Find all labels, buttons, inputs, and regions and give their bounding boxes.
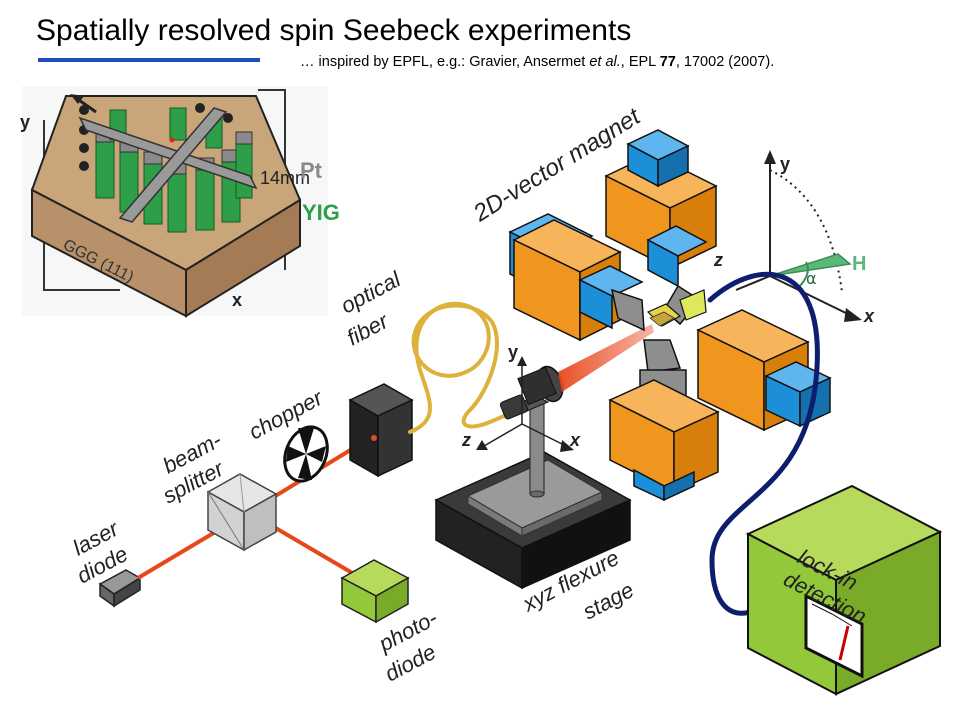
chopper-blade (298, 454, 312, 480)
angle-label: α (806, 269, 817, 288)
frame-axis-y-label: y (780, 154, 790, 174)
contact-dot (79, 143, 89, 153)
inset-arrowhead (70, 94, 84, 104)
stage-axis-y-arrowhead (517, 356, 527, 366)
yig-pillar (195, 167, 215, 231)
focused-laser-cone (558, 324, 654, 392)
stage-axis-x-arrowhead (560, 440, 574, 452)
reference-volume: 77 (659, 54, 676, 70)
inset-axis-x-label: x (232, 290, 242, 310)
rotation-arc (769, 169, 843, 293)
stage-axis-z-label: z (461, 430, 471, 450)
yig-pillar (169, 107, 187, 141)
frame-axis-z-label: z (713, 250, 723, 270)
splitter-diagonal (207, 491, 245, 551)
yig-pillar (235, 141, 253, 199)
sample-inset: y x GGG (111) 14mm Pt YIG (20, 86, 340, 318)
sample-surface (649, 311, 675, 327)
laser-beam-to-photodiode (260, 518, 356, 576)
fiber-coupler-block (348, 383, 414, 478)
laser-spot-dot (169, 137, 175, 143)
objective-housing (517, 366, 557, 406)
meter-needle (838, 625, 850, 661)
splitter-side (243, 492, 277, 552)
lock-in-amplifier (745, 484, 943, 696)
contact-dot (79, 161, 89, 171)
contact-dot (195, 103, 205, 113)
frame-axis-x-label: x (863, 306, 875, 326)
sample-holder (679, 289, 707, 321)
pt-label: Pt (300, 158, 323, 183)
xyz-flexure-stage (434, 401, 632, 590)
vector-magnet (508, 129, 832, 502)
chopper-blade (286, 446, 306, 462)
photodiode-side (375, 576, 409, 624)
magnet-cap-blue (579, 278, 613, 330)
magnet-pole-piece (643, 339, 682, 373)
chopper-wheel (283, 425, 329, 483)
chopper-blade (298, 428, 314, 454)
stage-axis-x (521, 423, 567, 447)
lockin-meter (804, 593, 864, 679)
signal-cable (707, 271, 820, 616)
stage-post (529, 401, 545, 495)
magnet-pole-piece (610, 288, 645, 332)
reference-etal: et al. (589, 54, 621, 70)
frame-axis-y-arrowhead (764, 150, 776, 164)
inset-axis-y-label: y (20, 112, 30, 132)
coupler-side (377, 398, 413, 478)
field-vector (769, 253, 852, 277)
stage-plate-side (521, 491, 603, 537)
frame-axis-x (769, 275, 853, 317)
yig-pillar (167, 171, 187, 233)
beam-splitter (206, 473, 278, 552)
objective-barrel (499, 394, 529, 420)
chopper-blade (306, 446, 326, 462)
reference-middle: , EPL (620, 54, 660, 70)
reference-suffix: , 17002 (2007). (675, 54, 775, 70)
splitter-diagonal (239, 473, 245, 513)
yig-label: YIG (302, 200, 340, 225)
size-label: 14mm (260, 168, 310, 188)
angle-arc (799, 261, 809, 287)
optical-fiber (408, 301, 521, 434)
magnet-pole-orange (673, 410, 719, 494)
title-underline (38, 58, 260, 62)
laser-diode-side (113, 576, 141, 608)
coupler-aperture (371, 435, 377, 441)
meter-scale (811, 603, 853, 627)
optical-label: optical (337, 266, 406, 318)
stage-axis-z (483, 423, 523, 447)
pt-cross-bar (78, 116, 258, 190)
stage-axis-x-label: x (569, 430, 581, 450)
page-title: Spatially resolved spin Seebeck experime… (36, 14, 632, 47)
stage-base-side (521, 498, 631, 590)
frame-axis-z (735, 275, 771, 291)
frame-axis-x-arrowhead (844, 308, 862, 322)
magnet-cap-blue (663, 470, 695, 502)
stage-post-foot (529, 490, 545, 498)
contact-dot (223, 113, 233, 123)
contact-dot (79, 105, 89, 115)
reference-prefix: … inspired by EPFL, e.g.: Gravier, Anser… (300, 54, 590, 70)
substrate-side (185, 198, 301, 318)
reference-line: … inspired by EPFL, e.g.: Gravier, Anser… (300, 54, 774, 70)
pt-cap (235, 131, 253, 145)
photodiode (340, 559, 410, 624)
yig-pillar (95, 139, 115, 199)
pt-cross-bar (118, 107, 228, 223)
field-label: H (852, 253, 866, 275)
stage-axis-z-arrowhead (476, 440, 488, 450)
field-coordinate-frame: y z x H α (713, 150, 875, 326)
stage-axis-y-label: y (508, 342, 518, 362)
magnet-cap-blue (657, 144, 689, 188)
